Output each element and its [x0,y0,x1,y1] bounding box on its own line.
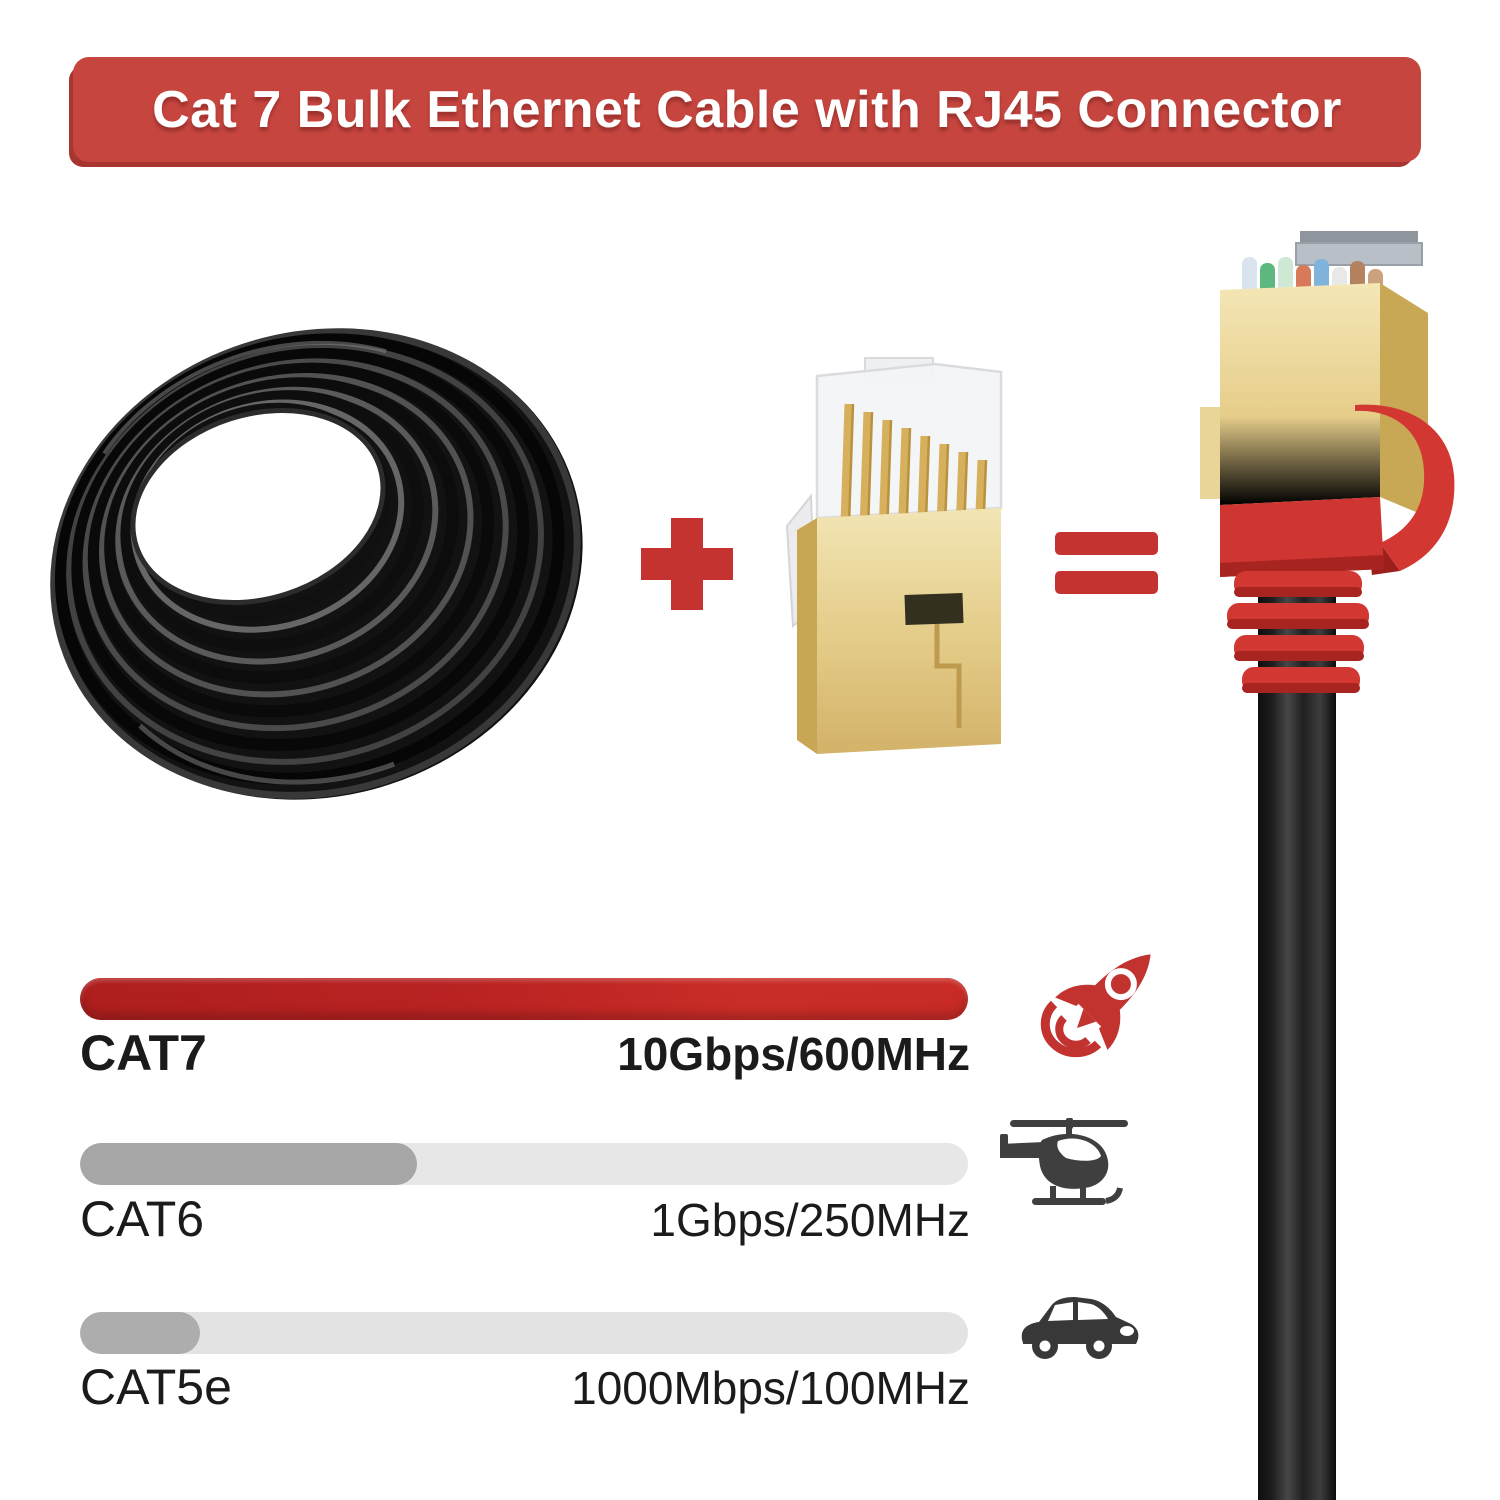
cat7-label: CAT7 [80,1025,207,1081]
cat6-speed-value: 1Gbps/250MHz [650,1194,970,1246]
rocket-icon [1040,954,1151,1058]
title-banner: Cat 7 Bulk Ethernet Cable with RJ45 Conn… [73,57,1421,162]
cat6-label: CAT6 [80,1191,205,1247]
rj45-connector-image [785,357,1003,754]
helicopter-icon [1000,1118,1128,1205]
equals-icon [1055,532,1158,594]
car-icon [1021,1297,1139,1359]
cat7-bar-track [80,978,968,1020]
cat5e-speed-value: 1000Mbps/100MHz [571,1362,970,1414]
cat5e-bar-track [80,1312,968,1354]
cat5e-label: CAT5e [80,1359,232,1415]
assembled-cable-image [1200,231,1455,1500]
bulk-cable-coil-image [50,328,583,800]
cat7-bar-fill [80,978,968,1020]
page-title: Cat 7 Bulk Ethernet Cable with RJ45 Conn… [152,80,1342,139]
cat6-bar-fill [80,1143,418,1185]
cat5e-bar-fill [80,1312,200,1354]
cat7-speed-value: 10Gbps/600MHz [617,1028,970,1080]
plus-icon [641,518,733,610]
cat6-bar-track [80,1143,968,1185]
